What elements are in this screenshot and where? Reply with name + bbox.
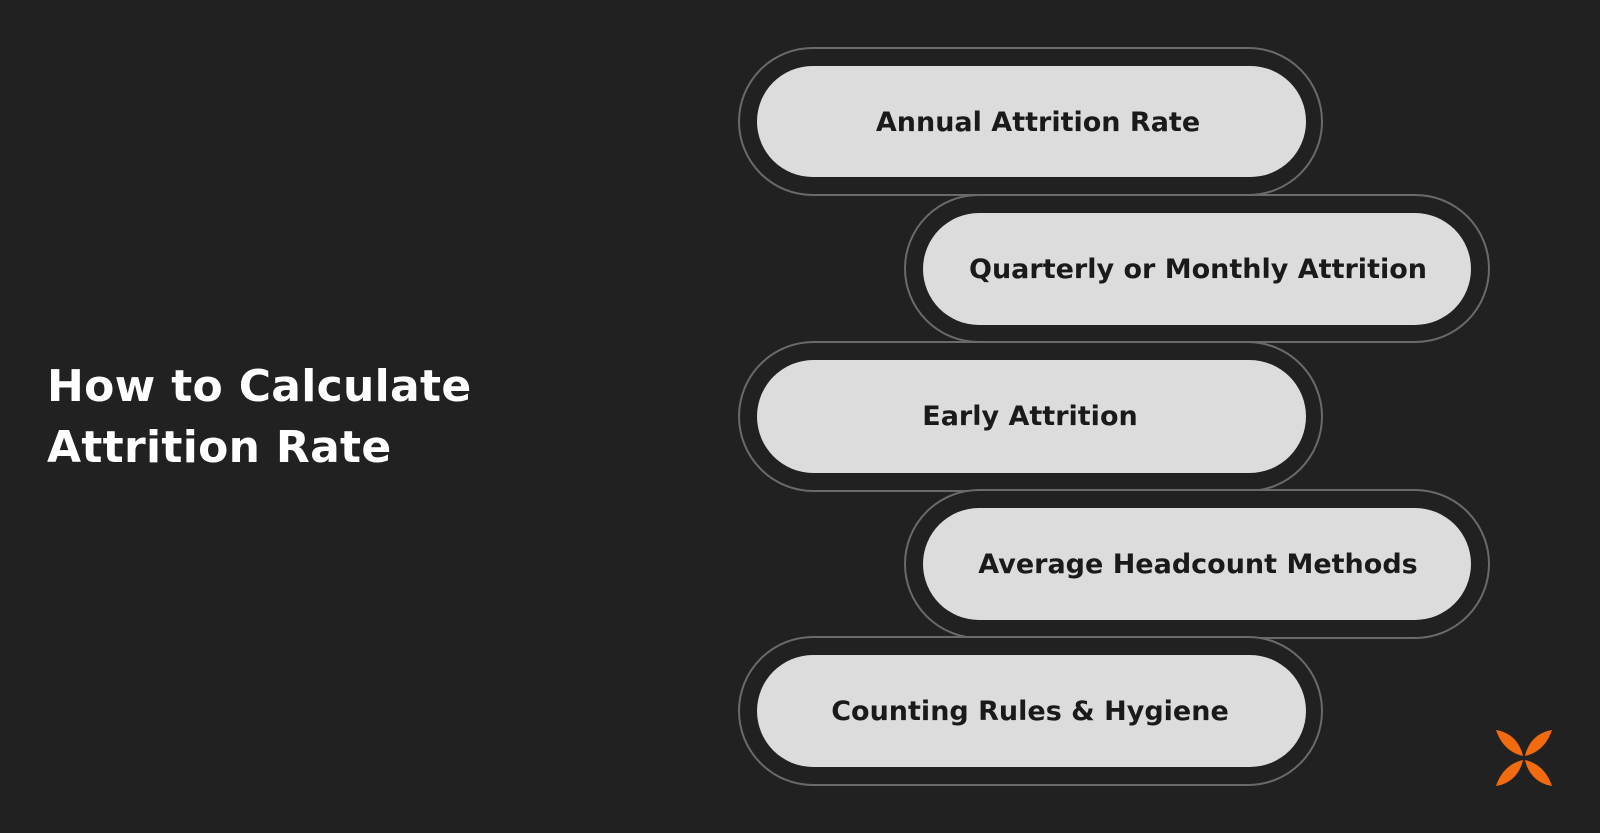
title-line-2: Attrition Rate <box>47 422 392 473</box>
step-2-label: Quarterly or Monthly Attrition <box>969 254 1427 285</box>
step-5-pill <box>757 655 1306 767</box>
butterfly-logo-icon <box>1496 730 1552 786</box>
step-3-label: Early Attrition <box>922 401 1137 432</box>
step-2-pill <box>923 213 1471 325</box>
step-1: Annual Attrition Rate <box>738 47 1323 196</box>
step-2: Quarterly or Monthly Attrition <box>904 194 1490 343</box>
step-4: Average Headcount Methods <box>904 489 1490 639</box>
step-5-label: Counting Rules & Hygiene <box>831 696 1229 727</box>
step-4-pill <box>923 508 1471 620</box>
title-line-1: How to Calculate <box>47 361 472 412</box>
step-3: Early Attrition <box>738 341 1323 492</box>
step-1-pill <box>757 66 1306 177</box>
step-3-pill <box>757 360 1306 473</box>
step-4-label: Average Headcount Methods <box>978 549 1417 580</box>
step-1-label: Annual Attrition Rate <box>876 107 1200 138</box>
page-title: How to Calculate Attrition Rate <box>47 356 472 478</box>
step-5: Counting Rules & Hygiene <box>738 636 1323 786</box>
